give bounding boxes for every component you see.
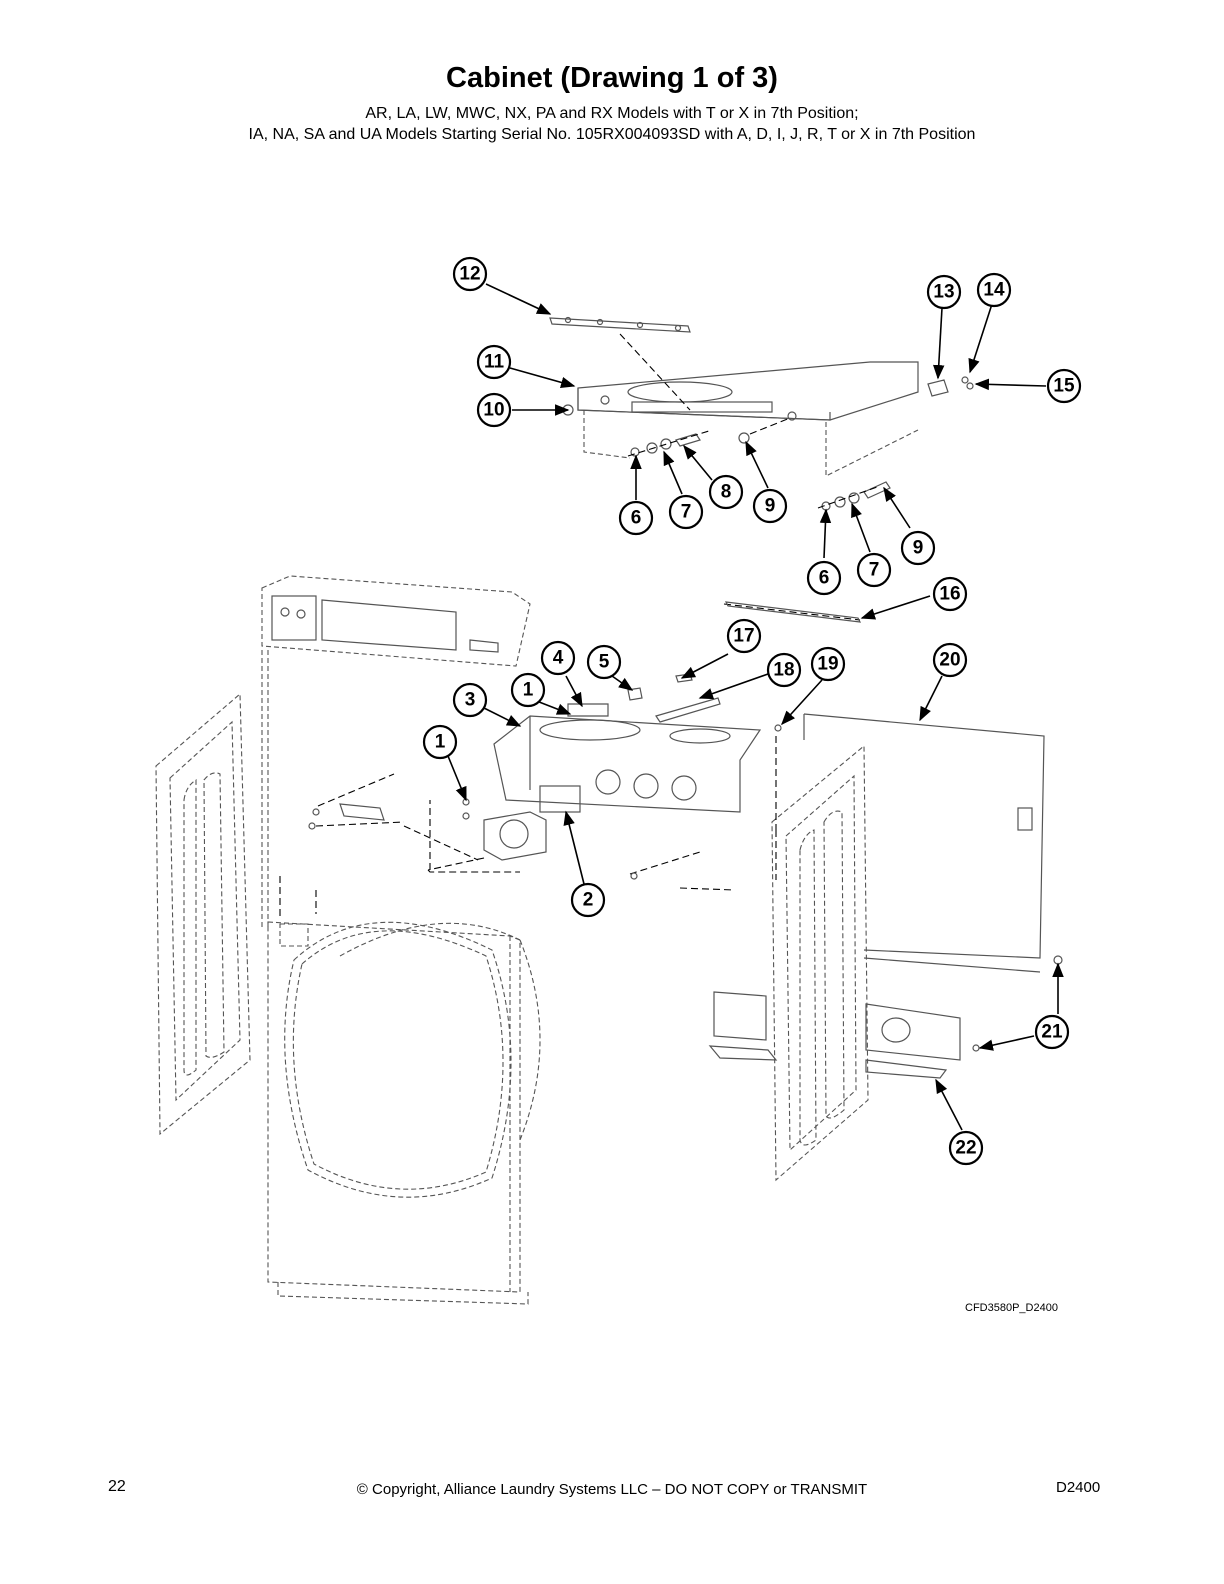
rear-panel [803,713,1045,973]
svg-text:9: 9 [765,496,776,517]
model-applicability-line-1: AR, LA, LW, MWC, NX, PA and RX Models wi… [365,105,859,122]
svg-text:7: 7 [681,502,692,523]
hardware-row-lower [817,481,891,511]
svg-text:21: 21 [1041,1022,1063,1043]
drawing-code: CFD3580P_D2400 [965,1302,1058,1314]
svg-text:1: 1 [435,732,446,753]
right-side-panel [771,744,869,1182]
callout-16: 16 [932,576,968,612]
callout-19: 19 [810,646,846,682]
control-panel [261,575,531,667]
hinge-rod [724,601,862,623]
svg-text:3: 3 [465,690,476,711]
callout-13: 13 [926,274,962,310]
callout-3: 3 [452,682,488,718]
callout-21: 21 [1034,1014,1070,1050]
svg-text:4: 4 [553,648,564,669]
top-panel [577,361,919,477]
copyright-notice: © Copyright, Alliance Laundry Systems LL… [356,1481,868,1498]
left-side-panel [155,692,251,1136]
callout-15: 15 [1046,368,1082,404]
svg-text:6: 6 [631,508,642,529]
door-hinge-bracket [308,803,385,830]
callout-14: 14 [976,272,1012,308]
svg-text:17: 17 [733,626,754,647]
page-title: Cabinet (Drawing 1 of 3) [446,62,778,94]
page-number: 22 [108,1478,126,1495]
control-box-assembly [483,673,762,861]
callout-10: 10 [476,392,512,428]
callout-17: 17 [726,618,762,654]
svg-text:9: 9 [913,538,924,559]
lower-bracket [708,991,961,1079]
callout-7-lower: 7 [856,552,892,588]
callout-4: 4 [540,640,576,676]
hardware-row-upper [562,404,791,457]
svg-text:6: 6 [819,568,830,589]
callout-6-lower: 6 [806,560,842,596]
svg-text:22: 22 [955,1138,976,1159]
callout-1-lower: 1 [422,724,458,760]
cabinet-front [261,650,541,1305]
callout-20: 20 [932,642,968,678]
callout-12: 12 [452,256,488,292]
callout-1-upper: 1 [510,672,546,708]
svg-text:12: 12 [459,264,480,285]
svg-text:2: 2 [583,890,594,911]
callout-9-upper: 9 [752,488,788,524]
svg-text:7: 7 [869,560,880,581]
svg-text:5: 5 [599,652,610,673]
callout-2: 2 [570,882,606,918]
svg-text:19: 19 [817,654,838,675]
svg-text:18: 18 [773,660,794,681]
document-code: D2400 [1056,1479,1101,1496]
svg-text:11: 11 [484,352,505,373]
svg-text:13: 13 [933,282,954,303]
model-applicability-line-2: IA, NA, SA and UA Models Starting Serial… [248,126,976,143]
svg-text:15: 15 [1053,376,1075,397]
callout-8: 8 [708,474,744,510]
callout-22: 22 [948,1130,984,1166]
svg-text:10: 10 [483,400,504,421]
leader-lines [447,283,1064,1131]
callout-18: 18 [766,652,802,688]
svg-text:14: 14 [983,280,1005,301]
svg-text:20: 20 [939,650,960,671]
callout-5: 5 [586,644,622,680]
fasteners [462,724,1063,1052]
callout-7-upper: 7 [668,494,704,530]
top-hinge-bar [549,316,691,333]
right-hinge-parts [927,376,974,397]
callout-11: 11 [476,344,512,380]
svg-text:16: 16 [939,584,960,605]
callout-6-upper: 6 [618,500,654,536]
callout-9-lower: 9 [900,530,936,566]
svg-text:8: 8 [721,482,732,503]
svg-text:1: 1 [523,680,534,701]
